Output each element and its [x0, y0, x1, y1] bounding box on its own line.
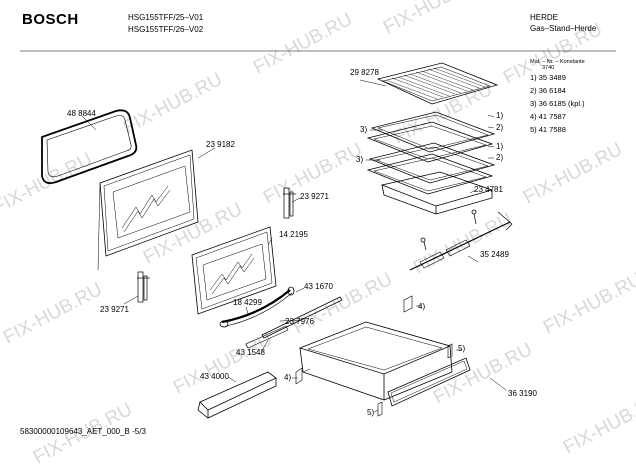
baking-tray-4 [366, 153, 494, 195]
deep-tray [380, 171, 494, 215]
part-label: 18 4299 [233, 298, 262, 307]
callout-marker: 3) [360, 125, 368, 134]
callout-marker: 4) [284, 373, 292, 382]
page-number: -5/3 [132, 427, 146, 436]
clip-4-upper [403, 295, 413, 313]
category-line-2: Gas–Stand–Herde [530, 24, 597, 33]
callout-marker: 5) [367, 408, 375, 417]
model-number-1: HSG155TFF/25–V01 [128, 13, 204, 22]
door-handle [219, 286, 295, 328]
drawer-front-panel [387, 357, 471, 407]
legend-heading: Mat. – Nr. – Konstante [530, 59, 585, 65]
leader-lines [81, 79, 507, 413]
storage-drawer [298, 321, 453, 401]
footer-document-id: 58300000109643_AET_000_B -5/3 [20, 428, 146, 436]
callout-marker: 3) [356, 155, 364, 164]
baking-tray-3 [368, 142, 496, 184]
callout-marker: 2) [496, 153, 504, 162]
callout-marker: 4) [418, 302, 426, 311]
outer-door-glass [191, 226, 277, 315]
baking-tray-1 [370, 111, 496, 153]
kick-plate [197, 371, 277, 419]
part-label: 36 3190 [508, 389, 537, 398]
baking-tray-2 [366, 121, 494, 163]
part-label: 14 2195 [279, 230, 308, 239]
model-number-2: HSG155TFF/26–V02 [128, 25, 204, 34]
door-seal [41, 109, 138, 185]
callout-marker: 5) [458, 344, 466, 353]
hinge-left [137, 271, 150, 303]
part-label: 43 4000 [200, 372, 229, 381]
part-label: 43 1548 [236, 348, 265, 357]
callout-marker: 2) [496, 123, 504, 132]
legend-item: 2) 36 6184 [530, 86, 566, 95]
door-trim-bar [261, 296, 343, 339]
callout-marker: 1) [496, 111, 504, 120]
exploded-parts-drawing [20, 50, 616, 419]
legend-item: 4) 41 7587 [530, 112, 566, 121]
clip-5-right [447, 343, 453, 359]
part-label: 43 1670 [304, 282, 333, 291]
brand-logo: BOSCH [22, 11, 79, 28]
callout-marker: 1) [496, 142, 504, 151]
drawer-rail [245, 325, 289, 349]
top-grid-rack [376, 62, 499, 105]
legend-item: 5) 41 7588 [530, 125, 566, 134]
part-label: 48 8844 [67, 109, 96, 118]
clip-4-lower [295, 367, 303, 385]
part-label: 23 9271 [300, 192, 329, 201]
legend-heading-number: 3740 [542, 65, 555, 71]
legend-item: 3) 36 6185 (kpl.) [530, 99, 585, 108]
part-label: 35 2489 [480, 250, 509, 259]
category-line-1: HERDE [530, 13, 559, 22]
part-label: 23 4781 [474, 185, 503, 194]
part-label: 29 8278 [350, 68, 379, 77]
rotisserie-spit [409, 209, 513, 271]
legend-item: 1) 35 3489 [530, 73, 566, 82]
hinge-top [283, 187, 296, 219]
document-id: 58300000109643_AET_000_B [20, 427, 130, 436]
part-label: 23 7976 [285, 317, 314, 326]
inner-door-glass [97, 149, 199, 271]
part-label: 23 9271 [100, 305, 129, 314]
part-label: 23 9182 [206, 140, 235, 149]
clip-5-bottom [377, 401, 383, 417]
